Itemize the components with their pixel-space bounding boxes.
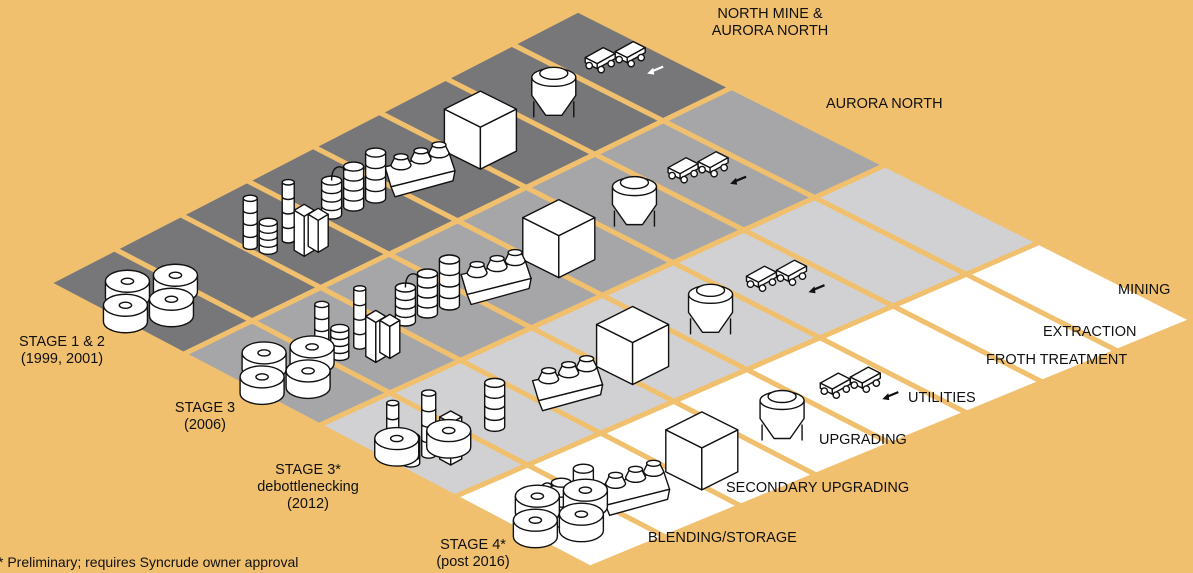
upgrading-stage-1 — [242, 178, 329, 257]
row-label-utilities: UTILITIES — [908, 390, 976, 406]
extraction-unit-stage-4 — [759, 389, 805, 441]
froth-unit-stage-4 — [598, 459, 671, 516]
row-label-blending-storage: BLENDING/STORAGE — [648, 530, 797, 546]
stage-label-4: STAGE 4* (post 2016) — [436, 537, 510, 570]
utilities-stage-3 — [394, 254, 461, 327]
extraction-unit-stage-3-debottleneck — [687, 283, 734, 335]
storage-tanks-stage-3 — [239, 335, 335, 406]
extraction-unit-stage-3 — [611, 175, 658, 227]
storage-tanks-stage-4 — [512, 478, 609, 549]
trucks-aurora-north — [667, 150, 747, 185]
froth-unit-stage-3-debottleneck — [531, 354, 604, 412]
utilities-stage-3-debottleneck — [483, 377, 506, 433]
trucks-aurora-north-debottleneck — [745, 259, 825, 294]
row-label-extraction: EXTRACTION — [1043, 324, 1137, 340]
extraction-building-stage-1 — [443, 90, 518, 170]
stage-label-3: STAGE 3 (2006) — [174, 400, 236, 433]
trucks-mining-stage-4 — [819, 366, 899, 401]
row-label-froth-treatment: FROTH TREATMENT — [986, 352, 1128, 368]
footnote: * Preliminary; requires Syncrude owner a… — [0, 554, 299, 570]
stage-label-1-2: STAGE 1 & 2 (1999, 2001) — [19, 334, 105, 367]
froth-unit-stage-3 — [460, 248, 532, 306]
storage-tanks-stage-1 — [102, 263, 199, 334]
row-label-mining: MINING — [1118, 282, 1171, 298]
upgrading-stage-3 — [314, 285, 401, 364]
extraction-building-stage-3-debottleneck — [595, 305, 670, 386]
row-label-north-mine: NORTH MINE & AURORA NORTH — [711, 6, 829, 39]
row-label-upgrading: UPGRADING — [819, 432, 907, 448]
extraction-building-stage-4 — [665, 411, 739, 491]
stage-label-3-debottlenecking: STAGE 3* debottlenecking (2012) — [257, 462, 359, 512]
extraction-building-stage-3 — [522, 198, 596, 279]
trucks-north-mine — [584, 40, 664, 75]
storage-tanks-stage-3-debottleneck — [374, 418, 472, 467]
froth-unit-stage-1 — [384, 141, 456, 198]
row-label-aurora-north: AURORA NORTH — [826, 96, 943, 112]
board-cells — [45, 7, 1193, 571]
extraction-unit-stage-1 — [531, 66, 577, 118]
row-label-secondary-upgrading: SECONDARY UPGRADING — [726, 480, 910, 496]
